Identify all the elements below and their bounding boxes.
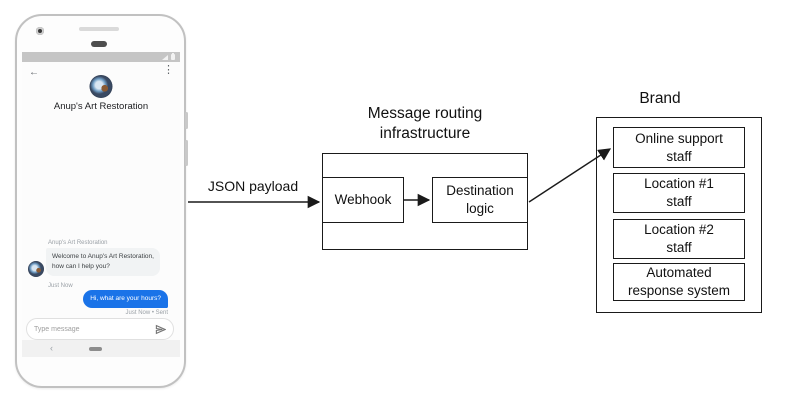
nav-back-icon[interactable]: ‹ — [50, 343, 53, 353]
brand-item-automated-response: Automated response system — [613, 263, 745, 301]
brand-item-location-2: Location #2 staff — [613, 219, 745, 259]
status-bar — [22, 52, 180, 62]
chat-title: Anup's Art Restoration — [53, 101, 149, 112]
send-icon[interactable] — [154, 323, 166, 335]
outgoing-timestamp: Just Now • Sent — [125, 310, 168, 316]
speaker-slot — [79, 27, 119, 31]
back-arrow-icon[interactable]: ← — [29, 67, 39, 78]
phone-mockup: ← ⋮ Anup's Art Restoration Anup's Art Re… — [15, 14, 188, 388]
business-avatar — [89, 75, 113, 98]
front-camera-icon — [36, 27, 44, 35]
battery-icon — [171, 53, 175, 60]
message-composer[interactable] — [26, 318, 174, 340]
overflow-menu-icon[interactable]: ⋮ — [163, 64, 174, 76]
brand-item-online-support: Online support staff — [613, 127, 745, 168]
message-input[interactable] — [34, 325, 154, 333]
sender-name-label: Anup's Art Restoration — [48, 240, 108, 246]
destination-logic-box: Destination logic — [432, 177, 528, 223]
earpiece — [91, 41, 107, 47]
outgoing-message-bubble: Hi, what are your hours? — [83, 290, 168, 308]
nav-home-icon[interactable] — [89, 346, 102, 351]
routing-title: Message routing infrastructure — [367, 105, 483, 143]
android-navbar: ‹ — [22, 340, 180, 357]
brand-title: Brand — [639, 90, 681, 107]
webhook-box: Webhook — [322, 177, 404, 223]
brand-item-location-1: Location #1 staff — [613, 173, 745, 213]
power-button — [185, 112, 188, 129]
json-payload-label: JSON payload — [207, 178, 299, 194]
incoming-timestamp: Just Now — [48, 283, 73, 289]
phone-screen: ← ⋮ Anup's Art Restoration Anup's Art Re… — [22, 52, 180, 357]
signal-icon — [162, 54, 168, 60]
incoming-message-bubble: Welcome to Anup's Art Restoration, how c… — [46, 248, 160, 277]
message-avatar — [28, 261, 44, 277]
volume-button — [185, 140, 188, 166]
